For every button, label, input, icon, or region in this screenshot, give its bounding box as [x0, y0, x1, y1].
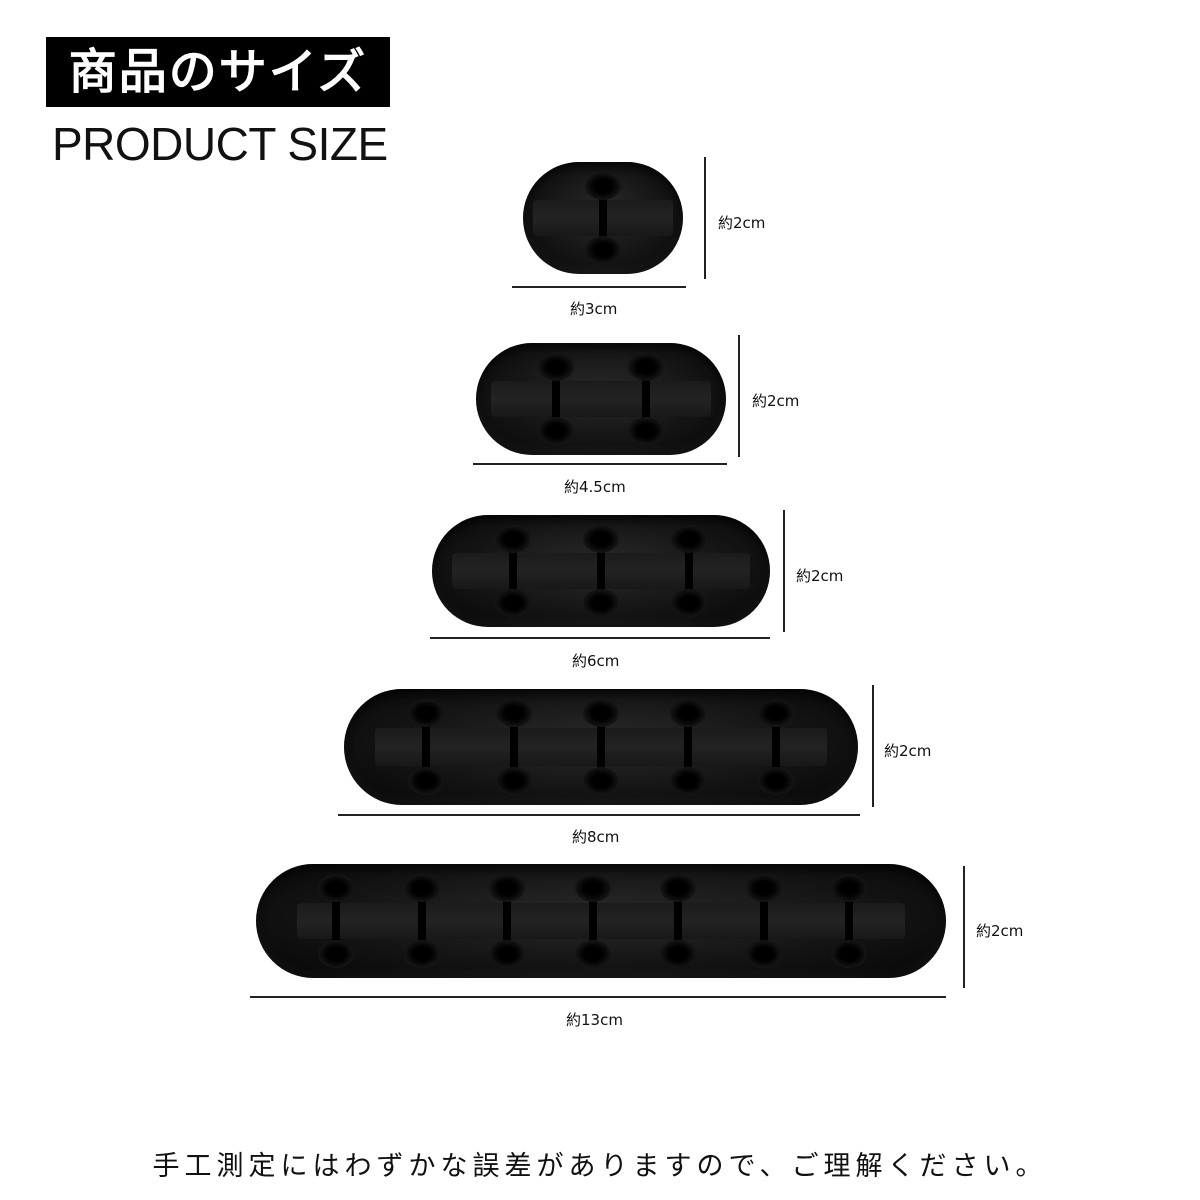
width-dimension-line [430, 637, 770, 639]
height-dimension-line [872, 685, 874, 807]
width-label: 約6cm [572, 652, 620, 670]
height-dimension-line [963, 866, 965, 988]
height-label: 約2cm [718, 214, 766, 232]
cable-slot [583, 524, 619, 617]
cable-slot [745, 873, 782, 969]
cable-slot [538, 352, 574, 445]
title-jp-banner: 商品のサイズ [46, 37, 390, 107]
cable-clip-3-slots [432, 515, 770, 627]
height-dimension-line [783, 510, 785, 632]
cable-clip-1-slot [523, 162, 683, 274]
clip-band [491, 381, 711, 417]
width-label: 約4.5cm [564, 478, 626, 496]
width-label: 約8cm [572, 828, 620, 846]
width-dimension-line [512, 286, 686, 288]
width-dimension-line [473, 463, 727, 465]
cable-slot [660, 873, 697, 969]
title-en: PRODUCT SIZE [52, 118, 388, 170]
measurement-disclaimer: 手工測定にはわずかな誤差がありますので、ご理解ください。 [152, 1151, 1048, 1182]
height-label: 約2cm [884, 742, 932, 760]
cable-slot [670, 524, 707, 617]
cable-slot [831, 873, 868, 969]
height-dimension-line [704, 157, 706, 279]
cable-slot [495, 699, 532, 795]
width-dimension-line [250, 996, 946, 998]
cable-clip-7-slots [256, 864, 946, 978]
cable-slot [574, 873, 611, 969]
cable-slot [585, 171, 621, 264]
cable-clip-5-slots [344, 689, 858, 805]
cable-slot [408, 699, 445, 795]
cable-slot [495, 524, 532, 617]
width-dimension-line [338, 814, 860, 816]
clip-band [297, 902, 905, 940]
cable-slot [403, 873, 440, 969]
cable-slot [757, 699, 794, 795]
cable-slot [670, 699, 707, 795]
width-label: 約3cm [570, 300, 618, 318]
height-dimension-line [738, 335, 740, 457]
height-label: 約2cm [796, 567, 844, 585]
cable-clip-2-slots [476, 343, 726, 455]
height-label: 約2cm [752, 392, 800, 410]
cable-slot [489, 873, 526, 969]
height-label: 約2cm [976, 922, 1024, 940]
cable-slot [628, 352, 664, 445]
width-label: 約13cm [566, 1011, 623, 1029]
cable-slot [318, 873, 355, 969]
cable-slot [583, 699, 619, 795]
